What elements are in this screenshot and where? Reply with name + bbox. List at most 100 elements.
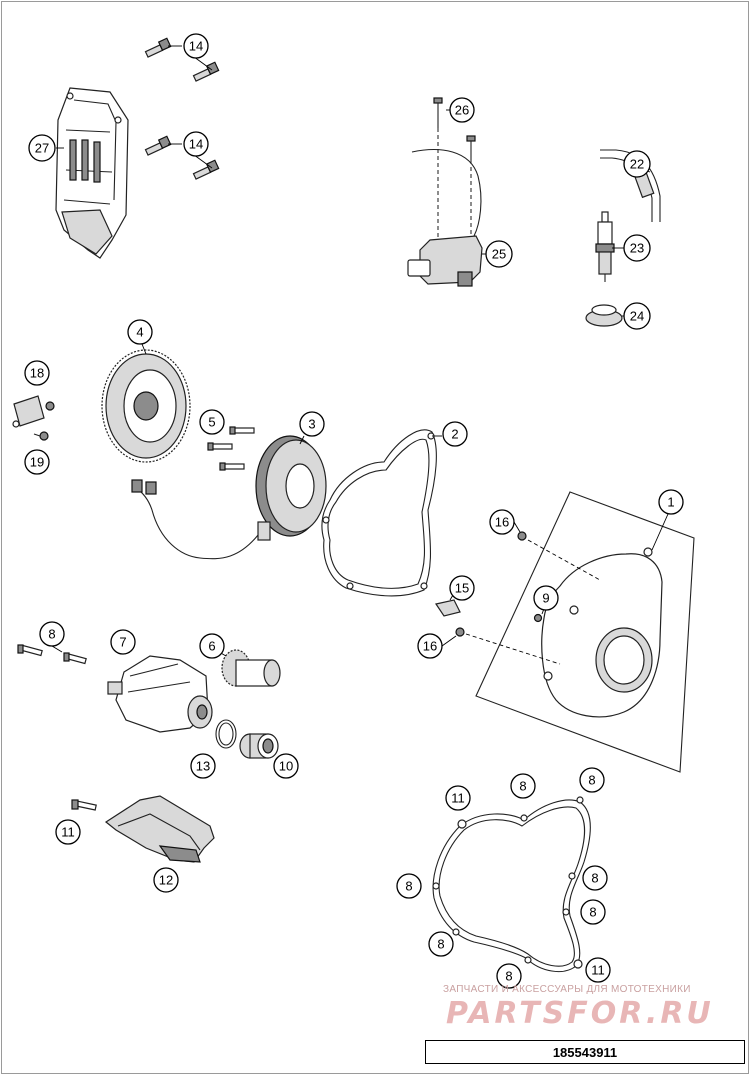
control-unit-27 [55, 87, 129, 259]
callout-25: 25 [485, 240, 513, 268]
svg-text:24: 24 [630, 309, 644, 324]
svg-text:11: 11 [591, 963, 605, 978]
watermark-logo: PARTSFOR.RU [446, 996, 714, 1031]
callout-10: 10 [273, 753, 299, 779]
callout-14-b: 14 [183, 131, 209, 157]
starter-guard-12 [104, 795, 215, 863]
stator-3 [131, 435, 327, 560]
svg-text:3: 3 [308, 417, 315, 432]
flywheel-4 [101, 349, 191, 463]
svg-text:14: 14 [189, 39, 203, 54]
bolt-8-a [17, 644, 43, 657]
callout-4: 4 [127, 319, 153, 345]
callout-19: 19 [24, 449, 50, 475]
callout-11-c: 11 [585, 957, 611, 983]
bolt-14-a [144, 37, 172, 58]
bolt-16-a [517, 531, 527, 541]
callout-8-h: 8 [496, 963, 522, 989]
svg-text:5: 5 [208, 415, 215, 430]
callout-8-e: 8 [396, 873, 422, 899]
callout-16-a: 16 [489, 509, 515, 535]
callout-1: 1 [658, 489, 684, 515]
svg-text:8: 8 [519, 779, 526, 794]
svg-text:8: 8 [505, 969, 512, 984]
bolt-26-a [433, 97, 443, 128]
svg-text:16: 16 [423, 639, 437, 654]
callout-8-b: 8 [510, 773, 536, 799]
watermark-tagline: ЗАПЧАСТИ И АКСЕССУАРЫ ДЛЯ МОТОТЕХНИКИ [443, 984, 691, 995]
callout-8-a: 8 [39, 621, 65, 647]
svg-text:15: 15 [455, 581, 469, 596]
svg-text:8: 8 [48, 627, 55, 642]
callout-27: 27 [28, 134, 56, 162]
callout-24: 24 [623, 302, 651, 330]
bolt-26-b [466, 135, 476, 160]
o-ring-13 [215, 719, 237, 749]
document-number: 185543911 [552, 1044, 618, 1060]
bolt-8-b [63, 652, 87, 665]
svg-text:19: 19 [30, 455, 44, 470]
svg-text:10: 10 [279, 759, 293, 774]
callout-8-d: 8 [582, 865, 608, 891]
callout-11-a: 11 [55, 819, 81, 845]
document-number-box: 185543911 [425, 1040, 745, 1064]
callout-8-f: 8 [580, 899, 606, 925]
svg-text:14: 14 [189, 137, 203, 152]
svg-text:13: 13 [196, 759, 210, 774]
callout-12: 12 [153, 867, 179, 893]
ignition-cover-box [475, 491, 695, 773]
svg-text:8: 8 [405, 879, 412, 894]
svg-text:25: 25 [492, 247, 506, 262]
callout-16-b: 16 [417, 633, 443, 659]
starter-motor-7 [107, 655, 213, 733]
callout-15: 15 [449, 575, 475, 601]
callout-9: 9 [533, 585, 559, 611]
bolt-5-c [219, 462, 245, 471]
bolt-16-b [455, 627, 465, 637]
svg-text:6: 6 [208, 639, 215, 654]
bolt-11 [71, 799, 97, 811]
bolt-14-b [192, 61, 220, 82]
spark-plug-23 [595, 211, 615, 282]
svg-text:4: 4 [136, 325, 143, 340]
callout-14-a: 14 [183, 33, 209, 59]
callout-18: 18 [24, 360, 50, 386]
callout-11-b: 11 [445, 785, 471, 811]
svg-text:8: 8 [589, 905, 596, 920]
cover-gasket [432, 796, 591, 973]
bolt-19 [33, 431, 49, 441]
svg-text:8: 8 [437, 937, 444, 952]
svg-text:1: 1 [667, 495, 674, 510]
callout-8-g: 8 [428, 931, 454, 957]
svg-text:8: 8 [591, 871, 598, 886]
callout-26: 26 [449, 97, 475, 123]
svg-text:16: 16 [495, 515, 509, 530]
bushing-10 [239, 733, 279, 759]
ignition-cover-1 [541, 547, 663, 718]
callout-6: 6 [199, 633, 225, 659]
bolt-14-c [144, 135, 172, 156]
bolt-14-d [192, 159, 220, 180]
bolt-5-a [229, 426, 255, 435]
svg-text:8: 8 [588, 773, 595, 788]
sensor-18 [12, 395, 55, 428]
svg-text:22: 22 [630, 157, 644, 172]
svg-text:23: 23 [630, 241, 644, 256]
callout-7: 7 [110, 629, 136, 655]
svg-text:11: 11 [61, 825, 75, 840]
svg-text:12: 12 [159, 873, 173, 888]
svg-text:11: 11 [451, 791, 465, 806]
svg-text:2: 2 [451, 427, 458, 442]
callout-13: 13 [190, 753, 216, 779]
callout-2: 2 [442, 421, 468, 447]
gasket-2 [321, 429, 437, 597]
svg-text:9: 9 [542, 591, 549, 606]
callout-8-c: 8 [579, 767, 605, 793]
seal-24 [585, 304, 623, 327]
callout-5: 5 [199, 409, 225, 435]
callout-23: 23 [623, 234, 651, 262]
bolt-5-b [207, 442, 233, 451]
svg-text:27: 27 [35, 141, 49, 156]
callout-22: 22 [623, 150, 651, 178]
